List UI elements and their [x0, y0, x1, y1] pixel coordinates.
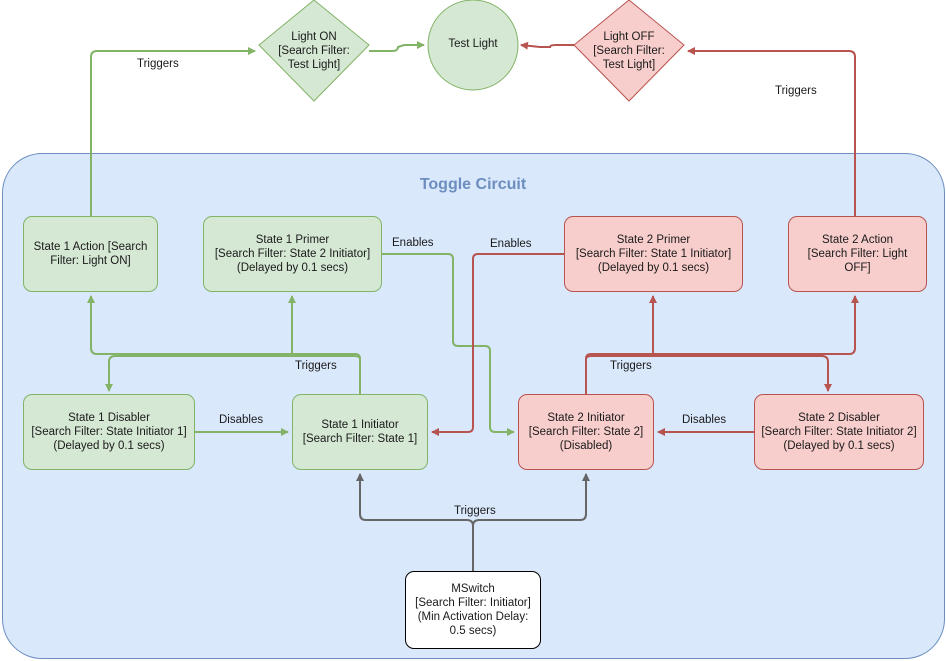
edge-state2-action-to-light-off	[687, 47, 856, 216]
edge-state1-initiator-trunk	[87, 295, 361, 394]
state1-primer-node: State 1 Primer[Search Filter: State 2 In…	[203, 216, 382, 292]
edge-mswitch-to-state2	[472, 473, 590, 527]
edge-light-on-to-test-light	[369, 41, 425, 52]
test-light-label: Test Light	[448, 38, 498, 50]
edge-label-triggers-mid-left: Triggers	[295, 360, 337, 372]
state1-disabler-node: State 1 Disabler[Search Filter: State In…	[23, 394, 195, 470]
state2-action-node: State 2 Action[Search Filter: Light OFF]	[788, 216, 927, 292]
edge-label-enables-left: Enables	[392, 237, 434, 249]
edge-label-triggers-top-right: Triggers	[775, 85, 817, 97]
light-on-diamond	[258, 0, 370, 102]
toggle-circuit-title: Toggle Circuit	[419, 176, 527, 193]
edge-label-disables-right: Disables	[682, 414, 727, 426]
state2-initiator-node: State 2 Initiator[Search Filter: State 2…	[518, 394, 654, 470]
test-light-circle	[427, 0, 519, 91]
mswitch-node: MSwitch[Search Filter: Initiator](Min Ac…	[405, 571, 541, 649]
edge-state1-primer-to-state2-initiator	[382, 253, 515, 436]
state2-primer-node: State 2 Primer[Search Filter: State 1 In…	[564, 216, 743, 292]
light-off-diamond	[573, 0, 685, 102]
edge-state1-action-to-light-on	[90, 47, 256, 216]
edge-mswitch-trunk	[356, 473, 474, 571]
edge-state2-initiator-to-disabler	[585, 355, 832, 392]
light-on-label: Light ON[Search Filter:Test Light]	[278, 31, 350, 71]
edge-state2-initiator-trunk	[585, 295, 859, 394]
state1-initiator-node: State 1 Initiator[Search Filter: State 1…	[292, 394, 428, 470]
edge-light-off-to-test-light	[520, 41, 574, 50]
edge-label-triggers-mid-right: Triggers	[610, 360, 652, 372]
edge-label-triggers-top-left: Triggers	[137, 58, 179, 70]
state2-disabler-node: State 2 Disabler[Search Filter: State In…	[754, 394, 924, 470]
edge-label-triggers-bottom: Triggers	[454, 505, 496, 517]
edge-label-enables-right: Enables	[490, 238, 532, 250]
light-off-label: Light OFF[Search Filter:Test Light]	[593, 31, 665, 71]
edge-state2-primer-to-state1-initiator	[431, 253, 564, 436]
edge-state1-initiator-to-disabler	[105, 355, 361, 392]
edge-label-disables-left: Disables	[219, 414, 264, 426]
